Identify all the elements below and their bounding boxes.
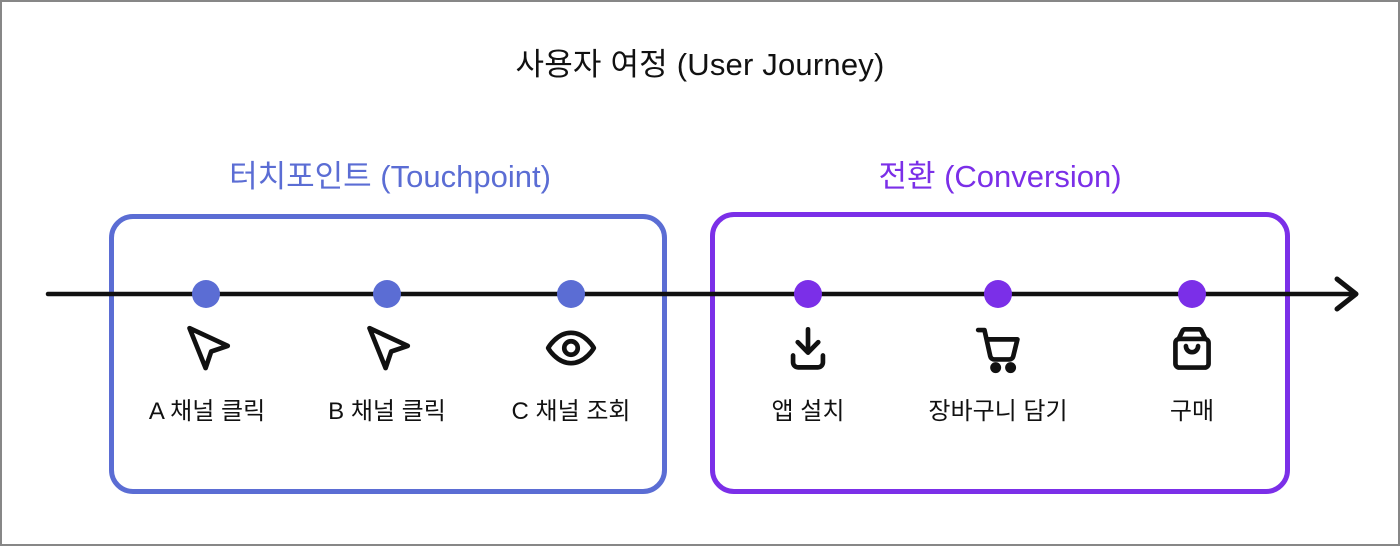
conversion-group-label: 전환 (Conversion) <box>878 159 1122 194</box>
conversion-group-box <box>710 212 1290 494</box>
timeline-dot <box>794 280 822 308</box>
step-purchase: 구매 <box>1092 320 1292 426</box>
step-label: 장바구니 담기 <box>928 398 1068 425</box>
mouse-cursor-icon <box>179 325 235 380</box>
timeline-dot <box>373 280 401 308</box>
step-add-to-cart: 장바구니 담기 <box>898 320 1098 426</box>
page-title: 사용자 여정 (User Journey) <box>515 47 885 82</box>
touchpoint-group-box <box>109 214 667 494</box>
mouse-cursor-icon <box>359 325 415 380</box>
step-label: C 채널 조회 <box>511 398 631 425</box>
shopping-cart-icon <box>970 327 1026 380</box>
eye-icon <box>543 330 599 380</box>
step-label: 구매 <box>1169 398 1215 425</box>
timeline-dot <box>192 280 220 308</box>
step-app-install: 앱 설치 <box>708 320 908 426</box>
timeline-dot <box>557 280 585 308</box>
step-b-channel-click: B 채널 클릭 <box>287 320 487 426</box>
timeline-arrow <box>45 276 1359 312</box>
timeline-dot <box>984 280 1012 308</box>
step-a-channel-click: A 채널 클릭 <box>107 320 307 426</box>
download-icon <box>780 327 836 380</box>
step-label: A 채널 클릭 <box>148 398 266 425</box>
touchpoint-group-label: 터치포인트 (Touchpoint) <box>229 159 551 194</box>
step-label: 앱 설치 <box>771 398 845 425</box>
step-c-channel-view: C 채널 조회 <box>471 320 671 426</box>
step-label: B 채널 클릭 <box>328 398 446 425</box>
shopping-bag-icon <box>1164 327 1220 380</box>
timeline-dot <box>1178 280 1206 308</box>
